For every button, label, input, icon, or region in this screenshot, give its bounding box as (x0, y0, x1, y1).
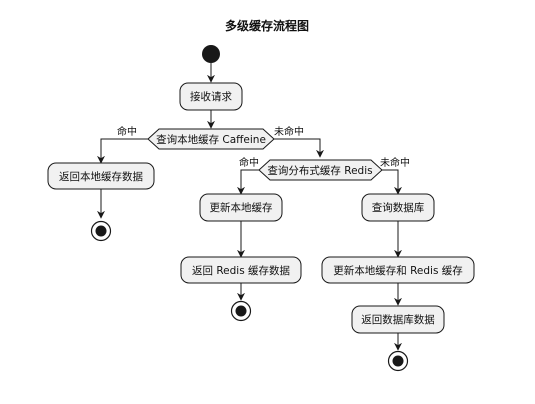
query-database-node (361, 193, 435, 222)
edge-redis-hit (237, 169, 259, 195)
start-node (202, 45, 220, 63)
update-both-caches-label: 更新本地缓存和 Redis 缓存 (333, 264, 463, 277)
edge-local-miss (274, 138, 324, 158)
return-local-data-label: 返回本地缓存数据 (59, 170, 143, 183)
return-db-data-node (351, 305, 445, 334)
end-node-db-core (392, 355, 404, 367)
check-redis-decision (258, 159, 383, 181)
receive-request-label: 接收请求 (190, 90, 232, 103)
edge-local-hit (97, 138, 148, 164)
local-miss-label: 未命中 (274, 125, 304, 138)
check-local-cache-decision (147, 128, 275, 150)
end-node-redis-core (235, 305, 247, 317)
edge-redis-miss (382, 169, 402, 195)
redis-hit-label: 命中 (239, 156, 259, 169)
update-local-cache-node (199, 193, 283, 222)
local-hit-label: 命中 (117, 125, 137, 138)
return-db-data-label: 返回数据库数据 (361, 313, 435, 326)
receive-request-node (179, 82, 243, 111)
return-redis-data-node (180, 256, 302, 284)
end-node-local-core (95, 225, 107, 237)
update-local-cache-label: 更新本地缓存 (210, 201, 273, 214)
return-redis-data-label: 返回 Redis 缓存数据 (192, 264, 291, 277)
update-both-caches-node (321, 256, 475, 284)
redis-miss-label: 未命中 (380, 156, 410, 169)
return-local-data-node (47, 162, 155, 190)
check-local-cache-label: 查询本地缓存 Caffeine (156, 133, 266, 146)
query-database-label: 查询数据库 (372, 201, 425, 214)
check-redis-label: 查询分布式缓存 Redis (267, 164, 372, 177)
diagram-title: 多级缓存流程图 (225, 18, 309, 33)
